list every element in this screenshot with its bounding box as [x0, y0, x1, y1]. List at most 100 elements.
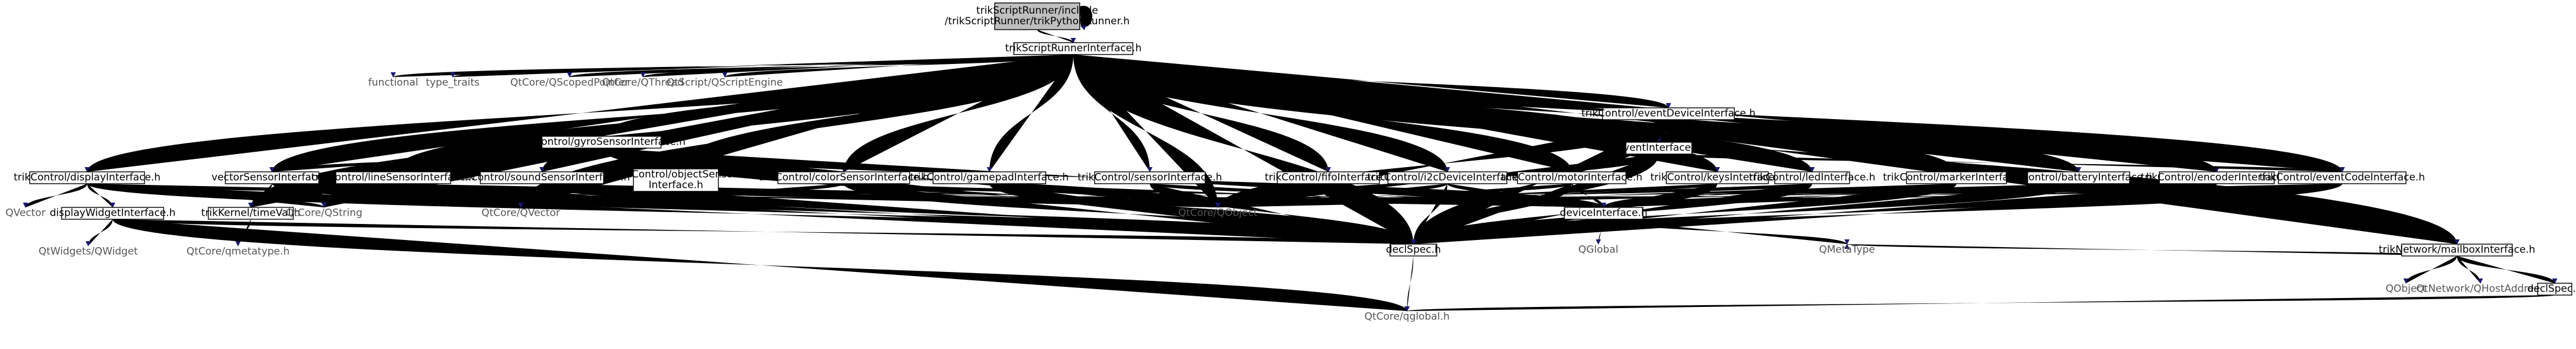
- node-declspec2[interactable]: declSpec.h: [2527, 283, 2576, 296]
- node-label: eventInterface.h: [1617, 142, 1701, 154]
- edge-i2c-to-devif: [1447, 184, 1607, 208]
- edge-eventif-to-evtcode: [1658, 154, 2345, 172]
- node-label: QtCore/qglobal.h: [1365, 311, 1450, 323]
- node-eventif[interactable]: eventInterface.h: [1617, 142, 1701, 155]
- edge-sri-to-evtcode: [1073, 55, 2345, 172]
- node-label: trikControl/markerInterface.h: [1883, 172, 2030, 184]
- node-label: QtCore/QVector: [481, 207, 560, 219]
- node-label: trikScriptRunnerInterface.h: [1005, 43, 1142, 55]
- node-box: [1665, 171, 1769, 184]
- node-label: trikControl/gamepadInterface.h: [910, 172, 1069, 184]
- node-box: [1564, 207, 1644, 220]
- node-label: functional: [368, 77, 419, 89]
- edge-sri-to-i2c: [1073, 55, 1451, 172]
- edge-mailbox-to-declspec2: [2456, 256, 2558, 284]
- edge-display-to-qvector1: [22, 184, 88, 208]
- node-qmetatype_h: QtCore/qmetatype.h: [186, 246, 290, 258]
- edges-layer: [22, 5, 2558, 312]
- edge-devif-to-declspec: [1410, 219, 1604, 245]
- edge-evtdev-to-evtcode: [1668, 120, 2345, 172]
- edge-display-to-declspec: [87, 184, 1416, 245]
- node-label: trikControl/objectSensor: [615, 169, 737, 181]
- node-label: displayWidgetInterface.h: [50, 207, 176, 219]
- node-vecsens[interactable]: vectorSensorInterface.h: [211, 171, 333, 184]
- node-kernel[interactable]: trikKernel/timeVal.h: [201, 207, 300, 220]
- edge-sri-to-display: [84, 55, 1073, 172]
- edge-vecsens-to-declspec: [272, 184, 1416, 245]
- edge-sri-to-motor: [1073, 55, 1575, 172]
- edge-sri-to-type_traits: [450, 55, 1073, 78]
- node-box: [2537, 283, 2572, 296]
- node-dispwidget[interactable]: displayWidgetInterface.h: [50, 207, 176, 220]
- node-led[interactable]: trikControl/ledInterface.h: [1749, 171, 1876, 184]
- node-encoder[interactable]: trikControl/encoderInterface.h: [2141, 171, 2293, 184]
- node-box: [994, 2, 1080, 30]
- node-i2c[interactable]: trikControl/i2cDeviceInterface.h: [1367, 171, 1527, 184]
- node-sensor[interactable]: trikControl/sensorInterface.h: [1078, 171, 1222, 184]
- node-linesens[interactable]: trikControl/lineSensorInterface.h: [311, 171, 475, 184]
- node-qvector2: QtCore/QVector: [481, 207, 560, 219]
- edge-evtcode-to-qobject: [1215, 184, 2343, 208]
- node-label: /trikScriptRunner/trikPythonRunner.h: [945, 15, 1130, 27]
- node-box: [2401, 244, 2513, 257]
- edge-encoder-to-declspec: [1411, 184, 2217, 245]
- node-label: trikControl/ledInterface.h: [1749, 172, 1876, 184]
- node-motor[interactable]: trikControl/motorInterface.h: [1501, 171, 1642, 184]
- node-qmetatype: QMetaType: [1819, 244, 1875, 256]
- node-display[interactable]: trikControl/displayInterface.h: [14, 171, 160, 184]
- edge-declspec-to-qglobal_h: [1404, 256, 1414, 312]
- edge-gamepad-to-qobject: [989, 184, 1221, 208]
- node-label: trikNetwork/mailboxInterface.h: [2379, 244, 2535, 256]
- edge-evtcode-to-declspec: [1411, 184, 2343, 245]
- edge-gamepad-to-declspec: [989, 184, 1416, 245]
- node-qhostaddr: QtNetwork/QHostAddress: [2416, 283, 2545, 295]
- node-box: [2027, 171, 2130, 184]
- node-evtdev[interactable]: trikControl/eventDeviceInterface.h: [1581, 107, 1755, 120]
- node-box: [335, 171, 451, 184]
- node-qobject: QtCore/QObject: [1178, 207, 1258, 219]
- node-gamepad[interactable]: trikControl/gamepadInterface.h: [910, 171, 1069, 184]
- node-soundsens[interactable]: trikControl/soundSensorInterface.h: [454, 171, 631, 184]
- node-qwidget: QtWidgets/QWidget: [38, 246, 138, 258]
- node-sri[interactable]: trikScriptRunnerInterface.h: [1005, 42, 1142, 55]
- node-box: [1774, 171, 1850, 184]
- node-label: QtCore/QString: [286, 207, 362, 219]
- node-battery[interactable]: trikControl/batteryInterface.h: [2005, 171, 2153, 184]
- node-label: vectorSensorInterface.h: [211, 172, 332, 184]
- edge-dispwidget-to-declspec: [112, 219, 1416, 245]
- node-label: QtScript/QScriptEngine: [667, 77, 783, 89]
- node-fifo[interactable]: trikControl/fifoInterface.h: [1265, 171, 1392, 184]
- node-devif[interactable]: deviceInterface.h: [1560, 207, 1648, 220]
- edge-sri-to-kernel: [248, 55, 1073, 208]
- node-label: QtCore/QObject: [1178, 207, 1258, 219]
- edge-soundsens-to-declspec: [542, 184, 1416, 245]
- node-evtcode[interactable]: trikControl/eventCodeInterface.h: [2259, 171, 2425, 184]
- node-declspec[interactable]: declSpec.h: [1386, 244, 1441, 257]
- node-box: [1013, 42, 1134, 55]
- node-label: trikControl/keysInterface.h: [1651, 172, 1784, 184]
- node-label: trikControl/gyroSensorInterface.h: [517, 136, 686, 148]
- node-gyro[interactable]: trikControl/gyroSensorInterface.h: [517, 136, 686, 149]
- node-qvector1: QVector: [5, 207, 46, 219]
- node-label: deviceInterface.h: [1560, 207, 1648, 219]
- node-box: [932, 171, 1046, 184]
- edge-sri-to-qscriptengine: [722, 55, 1073, 78]
- edge-display-to-dispwidget: [87, 184, 115, 208]
- node-box: [1387, 171, 1507, 184]
- edge-dispwidget-to-qwidget: [85, 219, 113, 246]
- node-box: [29, 171, 145, 184]
- node-mailbox[interactable]: trikNetwork/mailboxInterface.h: [2379, 244, 2535, 257]
- node-keys[interactable]: trikControl/keysInterface.h: [1651, 171, 1784, 184]
- edge-dispwidget-to-qglobal_h: [112, 219, 1410, 312]
- edge-sri-to-qscopedptr: [567, 55, 1073, 78]
- edge-sri-to-evtdev: [1073, 55, 1671, 108]
- edge-sri-to-marker: [1073, 55, 1959, 172]
- edge-objsens-to-qvector2: [518, 191, 676, 208]
- node-box: [1517, 171, 1626, 184]
- node-marker[interactable]: trikControl/markerInterface.h: [1883, 171, 2030, 184]
- node-colorsens[interactable]: trikControl/colorSensorInterface.h: [758, 171, 929, 184]
- node-label: trikControl/displayInterface.h: [14, 172, 160, 184]
- node-root[interactable]: trikScriptRunner/include/trikScriptRunne…: [945, 2, 1130, 30]
